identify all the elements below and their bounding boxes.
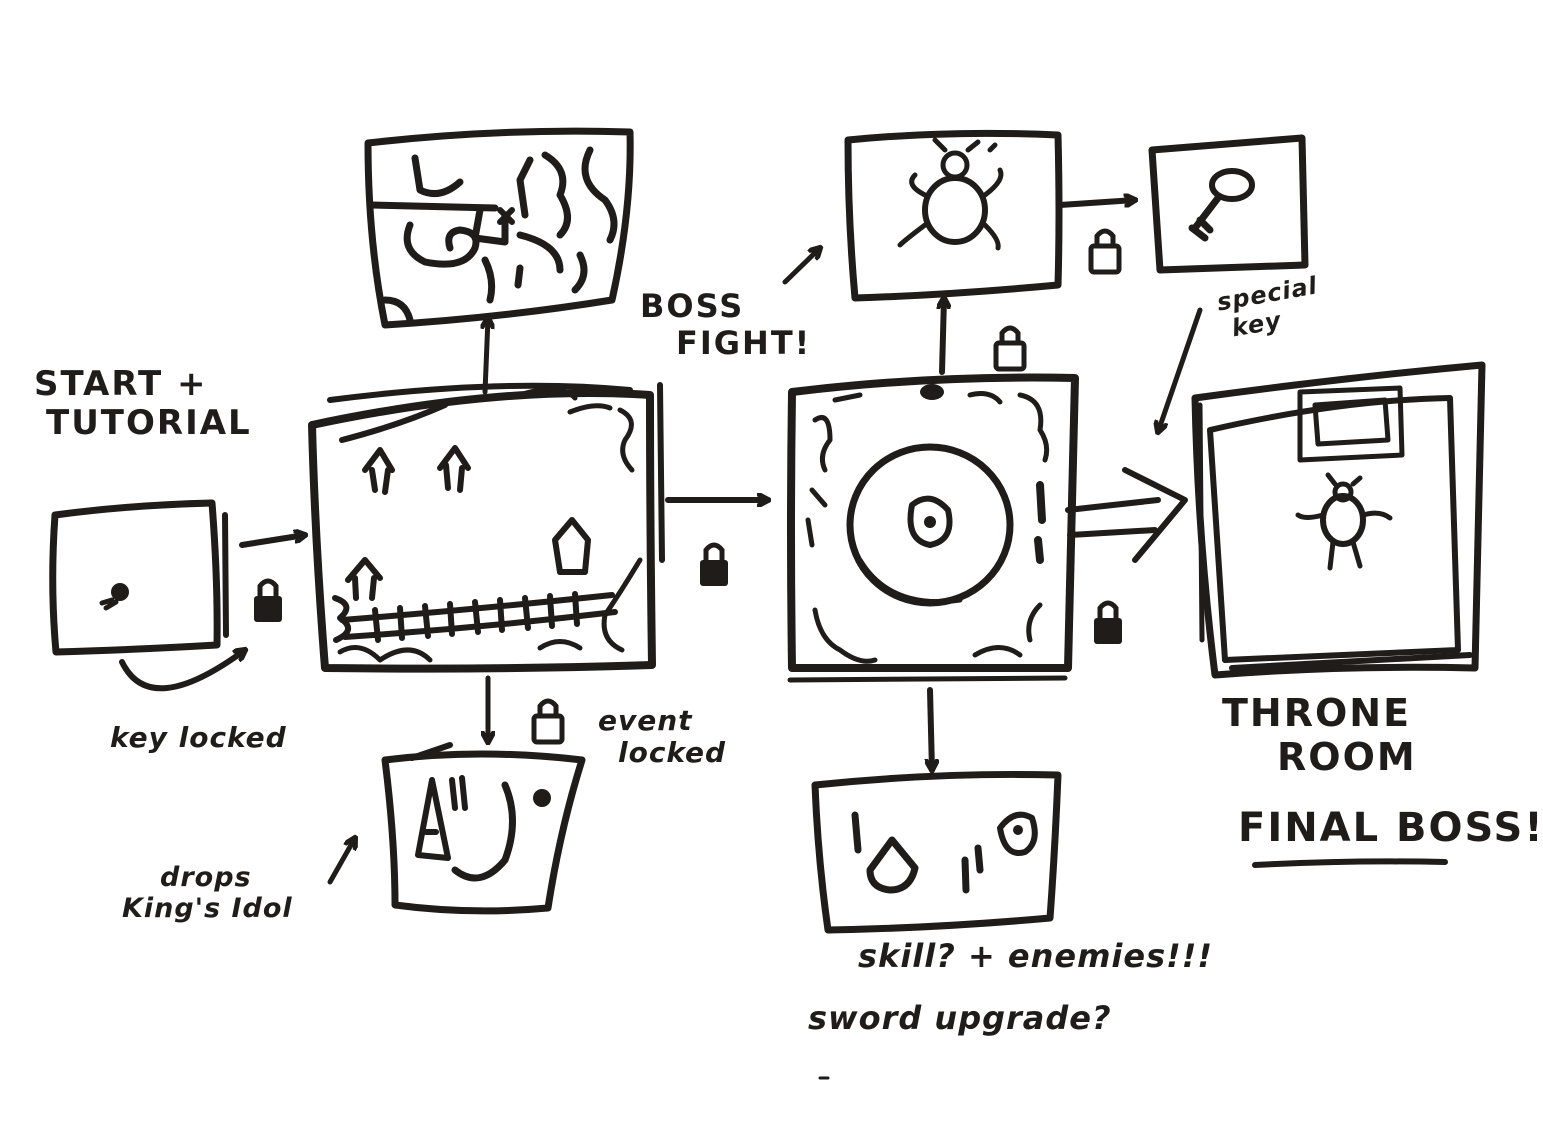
lock-icon <box>254 581 282 622</box>
arrow-icon <box>327 838 355 885</box>
throne-room <box>1191 361 1486 679</box>
sword-upgrade-label: sword upgrade? <box>808 999 1112 1037</box>
arrow-icon <box>1158 307 1203 432</box>
event-label-line-1: event <box>598 704 693 737</box>
skill-room <box>811 770 1062 934</box>
event-label-line-2: locked <box>618 736 727 770</box>
boss-room <box>844 129 1063 302</box>
start-label-line-2: TUTORIAL <box>46 403 252 444</box>
start-tutorial-room <box>49 499 245 692</box>
drops-idol-label: drops King's Idol <box>122 862 293 924</box>
key-room <box>1148 134 1309 274</box>
drops-label-line-1: drops <box>160 862 252 893</box>
spider-boss-icon <box>897 137 1004 251</box>
lock-icon <box>700 545 728 586</box>
lock-icon <box>1091 231 1119 272</box>
village-room <box>308 382 665 673</box>
start-label-line-1: START + <box>34 364 208 404</box>
arrow-icon <box>119 650 245 692</box>
key-icon <box>1188 168 1255 242</box>
boss-fight-label: BOSS FIGHT! <box>640 288 811 362</box>
boss-label-line-2: FIGHT! <box>676 323 812 362</box>
player-icon <box>99 583 129 611</box>
final-boss-label: FINAL BOSS! <box>1238 805 1543 851</box>
key-locked-label: key locked <box>110 721 287 754</box>
boss-label-line-1: BOSS <box>640 287 745 325</box>
arrow-icon <box>782 248 820 285</box>
event-locked-label: event locked <box>598 704 727 770</box>
maze-room <box>364 127 634 329</box>
lock-icon <box>1094 603 1122 644</box>
throne-label-line-2: ROOM <box>1277 734 1417 779</box>
throne-label-line-1: THRONE <box>1222 691 1412 735</box>
idol-room <box>381 742 586 915</box>
drops-label-line-2: King's Idol <box>122 893 293 925</box>
throne-room-label: THRONE ROOM <box>1222 691 1417 779</box>
spider-boss-icon <box>1295 472 1393 571</box>
arena-room <box>787 373 1079 683</box>
skill-enemies-label: skill? + enemies!!! <box>858 937 1213 975</box>
lock-icon <box>996 328 1024 369</box>
lock-icon <box>534 701 562 742</box>
start-tutorial-label: START + TUTORIAL <box>34 364 252 444</box>
